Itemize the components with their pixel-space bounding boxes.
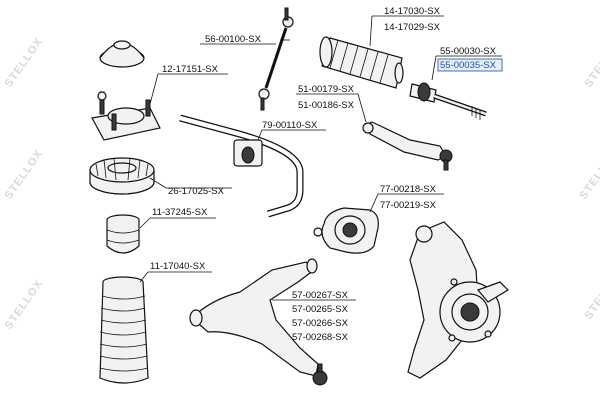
top-mount-cap-icon [99,40,145,68]
arm-bushing-icon [313,207,379,254]
label-lower-arm-d: 57-00268-SX [292,332,349,343]
top-mount-icon [91,91,161,141]
label-spring-pad: 26-17025-SX [168,186,225,197]
stabilizer-bar-icon [179,114,304,218]
tie-rod-icon [409,82,487,120]
label-stab-link: 56-00100-SX [205,34,262,45]
watermark-left-3: STELLOX [3,278,46,332]
stabilizer-link-icon [258,7,294,111]
label-stab-bush: 79-00110-SX [262,120,318,131]
label-top-mount: 12-17151-SX [162,64,219,75]
dust-boot-icon [99,276,149,384]
label-dust-boot: 11-17040-SX [150,261,206,272]
label-tie-rod-a: 55-00030-SX [440,46,497,57]
spring-bearing-icon [89,157,155,195]
label-lower-arm-b: 57-00265-SX [292,304,349,315]
label-tie-rod-b[interactable]: 55-00035-SX [440,60,497,71]
watermark-left-2: STELLOX [3,148,46,202]
control-arm-link-icon [362,121,453,171]
watermark-right-2: STELLOX [578,148,600,202]
label-arm-a: 51-00179-SX [298,84,355,95]
steering-boot-icon [319,36,404,89]
label-arm-b: 51-00186-SX [298,100,355,111]
label-lower-arm-c: 57-00266-SX [292,318,349,329]
bump-stop-icon [106,214,140,254]
label-boot-b: 14-17029-SX [384,22,441,33]
tie-rod-highlight-box [437,58,503,72]
lower-control-arm-icon [189,258,328,386]
watermark-right-1: STELLOX [583,36,600,90]
label-bushing-a: 77-00218-SX [380,184,437,195]
watermark-right-3: STELLOX [583,268,600,322]
label-bushing-b: 77-00219-SX [380,200,437,211]
steering-knuckle-icon [407,221,509,379]
watermark-left-1: STELLOX [3,36,46,90]
label-lower-arm-a: 57-00267-SX [292,290,349,301]
label-bump-stop: 11-37245-SX [152,207,208,218]
label-boot-a: 14-17030-SX [384,6,441,17]
